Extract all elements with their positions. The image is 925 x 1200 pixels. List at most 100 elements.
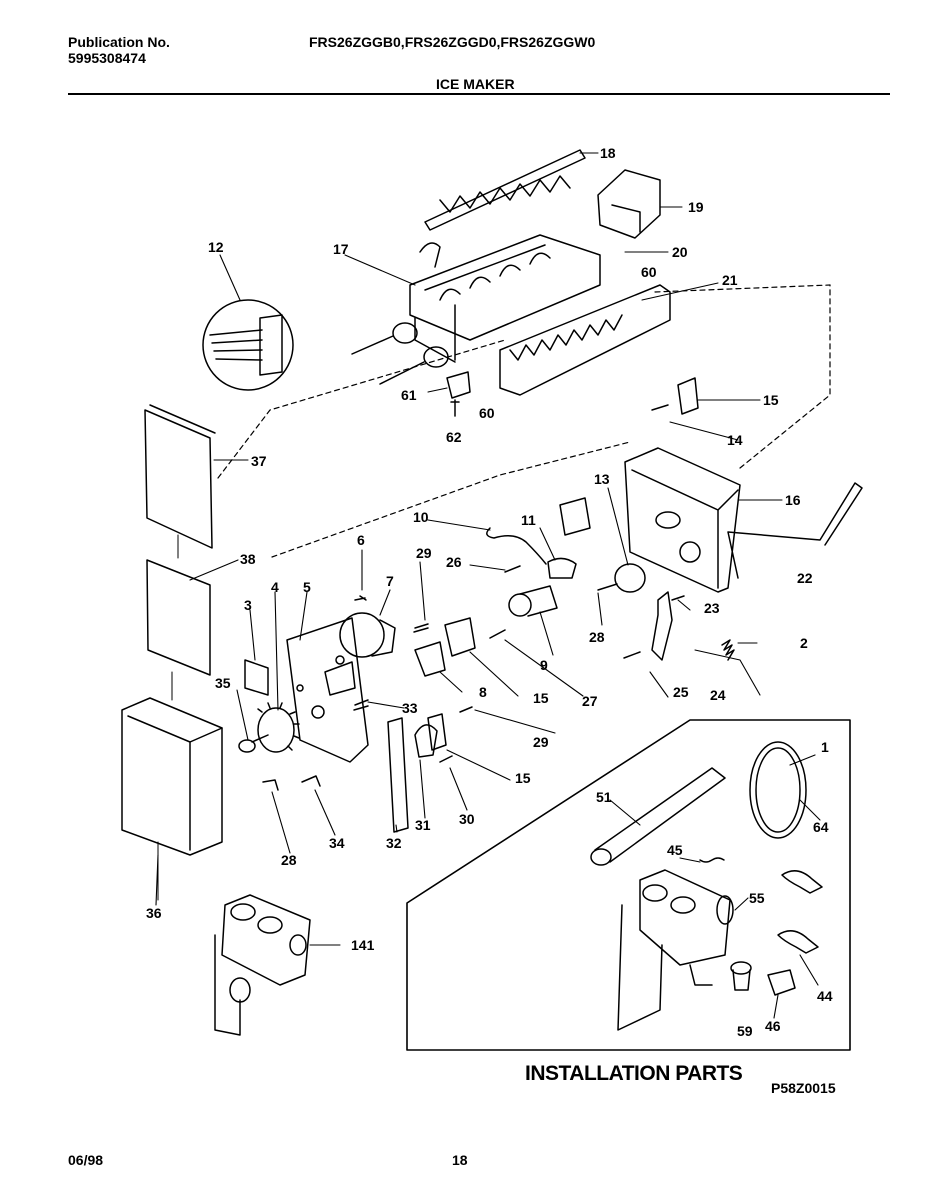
screw-30	[439, 755, 453, 763]
callout-29-upper: 29	[416, 545, 432, 561]
feeler-arm-part	[727, 482, 863, 579]
callout-55: 55	[749, 890, 765, 906]
callout-1: 1	[821, 739, 829, 755]
callout-11: 11	[521, 512, 536, 528]
gear-shaft-part	[238, 734, 269, 753]
mold-cover-part	[597, 169, 661, 239]
installation-parts-label: INSTALLATION PARTS	[525, 1062, 743, 1085]
screw-33	[353, 699, 369, 711]
plate-32	[387, 717, 409, 833]
callout-5: 5	[303, 579, 311, 595]
callout-30: 30	[459, 811, 475, 827]
thermostat-part	[508, 585, 558, 617]
housing-cover-part	[121, 697, 223, 856]
header-divider	[68, 93, 890, 95]
switch-15-lower	[427, 713, 447, 751]
callout-26-mid: 28	[589, 629, 605, 645]
callout-31: 31	[415, 817, 431, 833]
switch-part	[444, 617, 476, 657]
cam-lever-part	[651, 591, 673, 661]
support-plate-part	[286, 617, 369, 763]
screw-29b	[459, 706, 473, 713]
clamp-46	[767, 969, 796, 996]
callout-numbers: 1 2 3 4 5 6 7 8 9 10 11 12 13 14 15 15 1…	[146, 145, 833, 1039]
callout-7: 7	[386, 573, 394, 589]
callout-23: 23	[704, 600, 720, 616]
installation-parts-frame	[406, 719, 851, 1051]
callout-35: 35	[215, 675, 231, 691]
leader-lines	[155, 152, 821, 1019]
model-numbers: FRS26ZGGB0,FRS26ZGGD0,FRS26ZGGW0	[309, 34, 596, 50]
callout-20: 20	[672, 244, 688, 260]
callout-59: 59	[737, 1023, 753, 1039]
ejector-part	[424, 149, 586, 231]
screw-27	[489, 629, 506, 639]
publication-number: 5995308474	[68, 50, 146, 66]
small-label-part	[244, 659, 269, 696]
callout-12: 12	[208, 239, 224, 255]
screw-25	[623, 651, 641, 659]
shield-part	[499, 284, 671, 396]
callout-22: 22	[797, 570, 813, 586]
callout-21: 21	[722, 272, 738, 288]
callout-13: 13	[594, 471, 610, 487]
callout-15-upper: 15	[763, 392, 779, 408]
spring-part	[721, 639, 735, 661]
callout-33: 33	[402, 700, 418, 716]
footer-date: 06/98	[68, 1152, 104, 1168]
callout-29-lower: 29	[533, 734, 549, 750]
callout-15-lower: 15	[515, 770, 531, 786]
bracket-part	[446, 371, 471, 399]
callout-44: 44	[817, 988, 833, 1004]
publication-label: Publication No.	[68, 34, 170, 50]
callout-8: 8	[479, 684, 487, 700]
screw-14	[651, 404, 669, 411]
callout-14: 14	[727, 432, 743, 448]
water-valve-part	[617, 869, 734, 1031]
callout-46: 46	[765, 1018, 781, 1034]
callout-34: 34	[329, 835, 345, 851]
callout-62: 62	[446, 429, 462, 445]
wiring-harness-detail	[202, 299, 294, 391]
callout-60-upper: 60	[641, 264, 657, 280]
callout-2: 2	[800, 635, 808, 651]
callout-61: 61	[401, 387, 417, 403]
callout-32: 32	[386, 835, 402, 851]
callout-3: 3	[244, 597, 252, 613]
section-title: ICE MAKER	[436, 76, 515, 92]
callout-36: 36	[146, 905, 162, 921]
callout-6: 6	[357, 532, 365, 548]
lever-part	[486, 527, 547, 565]
screw-29	[413, 623, 429, 633]
callout-45: 45	[667, 842, 683, 858]
fill-tube-part	[590, 767, 726, 866]
page-number: 18	[452, 1152, 468, 1168]
clip-part	[547, 557, 577, 579]
screw-23	[671, 595, 685, 601]
callout-9: 9	[540, 657, 548, 673]
switch-upper-part	[677, 377, 699, 415]
callout-25: 25	[673, 684, 689, 700]
bushing-59	[730, 961, 752, 991]
callout-51: 51	[596, 789, 612, 805]
callout-27: 27	[582, 693, 598, 709]
screw-6	[354, 595, 367, 601]
connector-block-part	[559, 497, 591, 536]
bracket-31	[414, 724, 438, 758]
screw-34	[301, 775, 321, 787]
drive-gear-part	[257, 702, 300, 753]
callout-15-mid: 15	[533, 690, 549, 706]
water-valve-141-part	[214, 894, 311, 1036]
label-sheet-part	[146, 559, 211, 676]
clamp-44	[777, 870, 823, 954]
callout-16: 16	[785, 492, 801, 508]
callout-60-lower: 60	[479, 405, 495, 421]
callout-4: 4	[271, 579, 279, 595]
screw-62	[450, 399, 460, 417]
ice-maker-housing-part	[624, 447, 741, 593]
callout-10: 10	[413, 509, 429, 525]
ring-part	[749, 741, 807, 839]
callout-19: 19	[688, 199, 704, 215]
insulation-sheet-part	[144, 404, 216, 549]
